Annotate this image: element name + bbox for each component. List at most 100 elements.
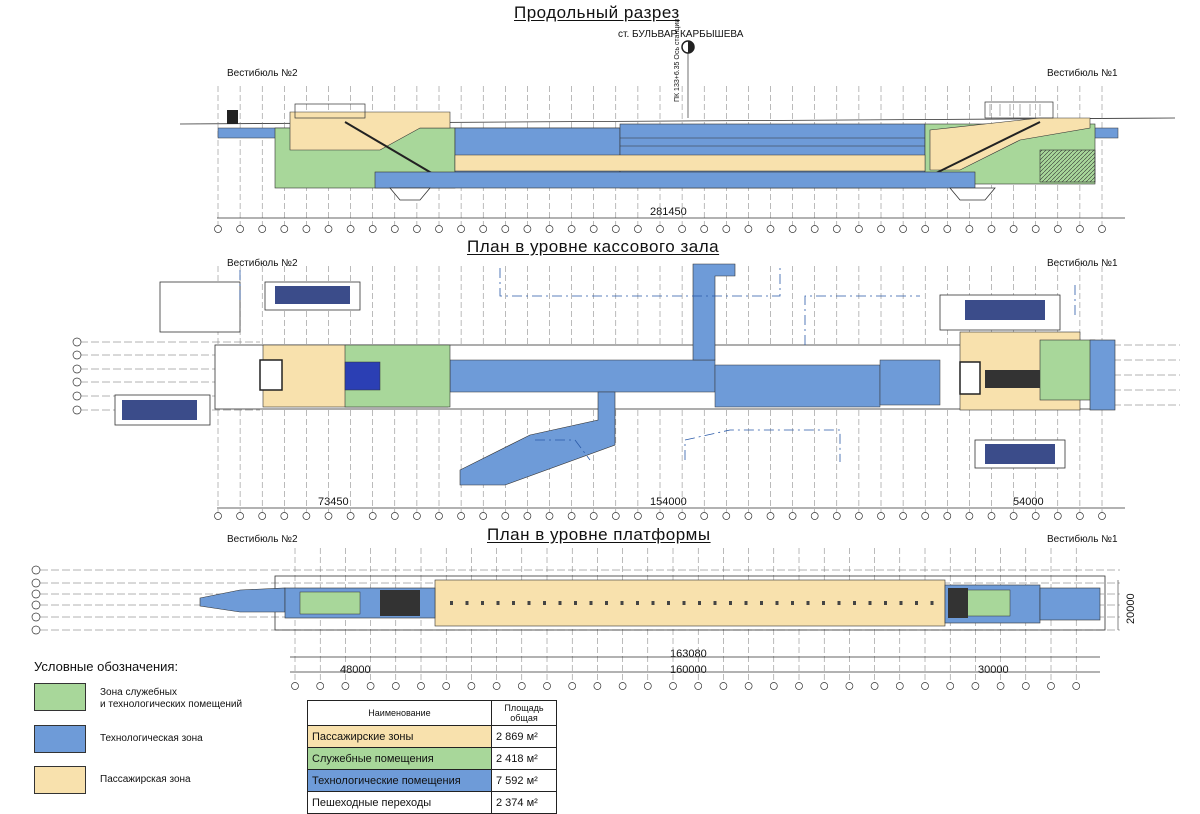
grid-axis-marker (722, 512, 731, 520)
grid-axis-marker (341, 682, 350, 690)
platform-column (713, 601, 717, 605)
grid-axis-marker (390, 512, 399, 520)
platform-column (636, 601, 639, 605)
grid-axis-marker (442, 682, 451, 690)
grid-axis-marker (593, 682, 602, 690)
vestibule-2-label-platform: Вестибюль №2 (227, 534, 298, 545)
legend-swatch-passenger (34, 766, 86, 794)
grid-axis-marker (700, 512, 709, 520)
grid-axis-marker (324, 512, 333, 520)
grid-axis-marker (877, 512, 885, 520)
platform-column (605, 601, 608, 605)
platform-column (496, 601, 500, 605)
grid-axis-marker (214, 225, 222, 233)
grid-axis-marker (457, 512, 465, 520)
vestibule-1-label-platform: Вестибюль №1 (1047, 534, 1118, 545)
longitudinal-section (179, 40, 1176, 233)
grid-axis-marker (545, 225, 554, 233)
grid-axis-marker (722, 225, 731, 233)
row-value: 2 418 м² (491, 747, 557, 770)
platform-mid-dimension: 160000 (670, 664, 707, 676)
grid-axis-marker (788, 512, 797, 520)
grid-axis-marker (517, 682, 526, 690)
grid-axis-marker (280, 225, 289, 233)
table-row: Технологические помещения 7 592 м² (307, 769, 557, 792)
grid-axis-marker (1053, 512, 1062, 520)
grid-axis-marker (413, 225, 421, 233)
row-name: Технологические помещения (307, 769, 492, 792)
platform-column (729, 601, 732, 605)
platform-column (574, 601, 577, 605)
grid-axis-marker (435, 512, 443, 520)
platform-column (620, 601, 624, 605)
grid-axis-marker (766, 225, 775, 233)
grid-axis-marker (634, 225, 642, 233)
grid-axis-marker (965, 512, 974, 520)
grid-axis-marker (946, 682, 955, 690)
grid-axis-marker (1047, 682, 1055, 690)
grid-axis-marker (870, 682, 879, 690)
vestibule-1-label-hall: Вестибюль №1 (1047, 258, 1118, 269)
legend-swatch-service (34, 683, 86, 711)
grid-axis-marker (457, 225, 465, 233)
grid-axis-marker (1098, 225, 1106, 233)
platform-column (760, 601, 763, 605)
grid-axis-marker (523, 512, 532, 520)
header-area: Площадь общая (491, 700, 557, 726)
platform-column (651, 601, 655, 605)
platform-column (837, 601, 841, 605)
area-table: Наименование Площадь общая Пассажирские … (307, 700, 557, 814)
grid-axis-marker (567, 225, 576, 233)
grid-axis-marker (855, 512, 863, 520)
row-name: Пассажирские зоны (307, 725, 492, 748)
grid-axis-marker (921, 682, 929, 690)
grid-axis-marker (236, 512, 244, 520)
grid-axis-marker (589, 225, 598, 233)
grid-axis-marker (479, 512, 488, 520)
grid-axis-marker (810, 512, 819, 520)
grid-axis-marker (302, 225, 311, 233)
grid-axis-marker (258, 512, 267, 520)
platform-column (930, 601, 934, 605)
grid-axis-marker (744, 682, 753, 690)
platform-column (822, 601, 825, 605)
grid-axis-marker (899, 225, 907, 233)
vestibule-1-label-section: Вестибюль №1 (1047, 68, 1118, 79)
station-label: ст. БУЛЬВАР КАРБЫШЕВА (618, 29, 744, 40)
platform-column (791, 601, 794, 605)
platform-right-dimension: 30000 (978, 664, 1009, 676)
grid-axis-marker (618, 682, 627, 690)
grid-axis-marker (1031, 512, 1040, 520)
table-row: Пассажирские зоны 2 869 м² (307, 725, 557, 748)
grid-axis-marker (877, 225, 885, 233)
grid-axis-marker (943, 512, 952, 520)
grid-axis-marker (1021, 682, 1030, 690)
grid-axis-marker (855, 225, 863, 233)
grid-axis-marker (1009, 512, 1018, 520)
grid-axis-marker (634, 512, 642, 520)
grid-axis-marker (435, 225, 443, 233)
grid-axis-marker (810, 225, 819, 233)
grid-axis-marker (921, 512, 930, 520)
grid-axis-marker (567, 512, 576, 520)
grid-axis-marker (258, 225, 267, 233)
platform-column (698, 601, 701, 605)
legend-swatch-technological (34, 725, 86, 753)
grid-axis-marker (1098, 512, 1106, 520)
grid-axis-marker (479, 225, 488, 233)
grid-axis-marker (413, 512, 421, 520)
grid-axis-marker (492, 682, 501, 690)
grid-axis-marker (832, 512, 841, 520)
row-name: Служебные помещения (307, 747, 492, 770)
grid-axis-marker (744, 225, 753, 233)
grid-axis-marker (291, 682, 299, 690)
header-name: Наименование (307, 700, 492, 726)
grid-axis-marker (543, 682, 551, 690)
cash-hall-title: План в уровне кассового зала (467, 237, 720, 256)
grid-axis-marker (1076, 225, 1084, 233)
grid-axis-marker (501, 512, 510, 520)
grid-axis-marker (678, 512, 686, 520)
grid-axis-marker (390, 225, 399, 233)
area-table-header: Наименование Площадь общая (307, 700, 557, 726)
platform-column (853, 601, 856, 605)
